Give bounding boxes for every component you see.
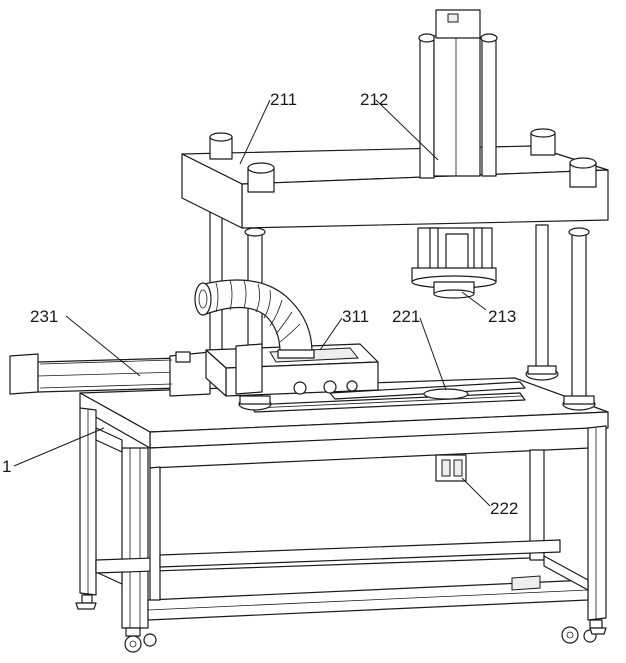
label-231: 231 <box>30 307 58 326</box>
label-221: 221 <box>392 307 420 326</box>
press-head <box>411 227 497 299</box>
leader-lines <box>13 99 491 507</box>
label-222: 222 <box>490 499 518 518</box>
table-frame <box>79 377 609 629</box>
top-plate <box>181 128 609 229</box>
under-bracket <box>435 454 467 482</box>
label-211: 211 <box>270 90 297 109</box>
label-213: 213 <box>488 307 516 326</box>
label-212: 212 <box>360 90 388 109</box>
vertical-cylinder <box>418 9 498 179</box>
label-1: 1 <box>2 457 11 476</box>
flexible-hose <box>194 279 315 359</box>
label-311: 311 <box>342 307 369 326</box>
rail-disc <box>423 388 469 400</box>
casters <box>75 594 607 653</box>
horizontal-cylinder <box>9 351 211 397</box>
